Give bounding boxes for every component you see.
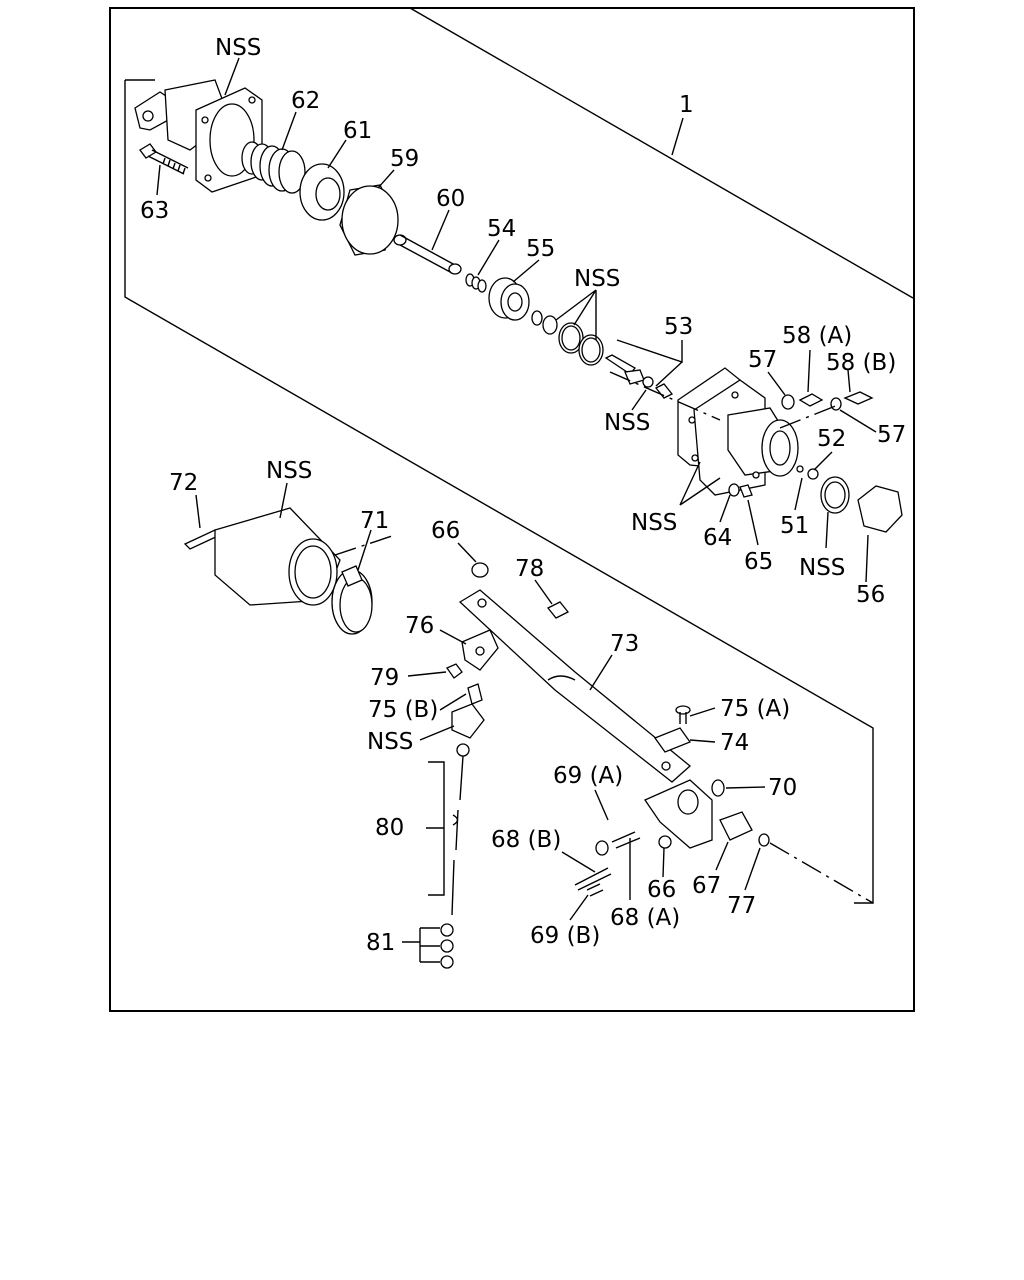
nut-66a [471,562,489,578]
label-nss-boot: NSS [266,458,312,484]
label-78: 78 [515,556,544,582]
label-58b: 58 (B) [826,350,896,376]
label-nss-top: NSS [215,35,261,61]
label-57a: 57 [748,347,777,373]
cap-nss [451,703,485,739]
label-57b: 57 [877,422,906,448]
label-54: 54 [487,216,516,242]
label-69a: 69 (A) [553,763,623,789]
label-68b: 68 (B) [491,827,561,853]
label-nss-56: NSS [799,555,845,581]
spring-62 [241,141,306,194]
label-nss-53: NSS [604,410,650,436]
bracket-pivot [574,779,770,897]
piston-59 [339,184,399,256]
label-nss-cap: NSS [367,729,413,755]
retainer-61 [299,163,345,221]
pushrod-60 [393,234,462,275]
valve-55 [488,277,530,321]
label-62: 62 [291,88,320,114]
valve-53 [604,354,674,399]
label-75b: 75 (B) [368,697,438,723]
bolt-78 [546,601,570,619]
label-73: 73 [610,631,639,657]
label-1: 1 [679,92,694,118]
label-76: 76 [405,613,434,639]
plug-56 [820,476,903,533]
label-79: 79 [370,665,399,691]
lever-73 [458,589,692,783]
label-53: 53 [664,314,693,340]
label-70: 70 [768,775,797,801]
bolt-75a [675,705,691,724]
label-81: 81 [366,930,395,956]
label-80: 80 [375,815,404,841]
label-68a: 68 (A) [610,905,680,931]
assembly-outline [110,7,914,904]
label-75a: 75 (A) [720,696,790,722]
nut-79 [446,663,463,679]
bolt-63 [139,143,189,175]
label-nss-rings: NSS [574,266,620,292]
spring-54 [465,273,487,293]
label-72: 72 [169,470,198,496]
label-64: 64 [703,525,732,551]
label-nss-housing: NSS [631,510,677,536]
dash-lines [334,371,874,904]
label-59: 59 [390,146,419,172]
label-66a: 66 [431,518,460,544]
cylinder-housing [677,367,799,496]
callout-labels: NSS 62 61 59 1 63 60 54 55 NSS 53 58 (A)… [140,35,906,956]
label-60: 60 [436,186,465,212]
label-66b: 66 [647,877,676,903]
label-56: 56 [856,582,885,608]
clamp-71 [331,565,373,635]
label-67: 67 [692,873,721,899]
nuts-64-65 [728,483,753,498]
label-55: 55 [526,236,555,262]
seal-rings [531,310,604,366]
diagram-frame [109,7,915,1012]
label-74: 74 [720,730,749,756]
cylinder-body [134,79,263,193]
label-63: 63 [140,198,169,224]
label-51: 51 [780,513,809,539]
bolt-75b [467,683,483,705]
label-71: 71 [360,508,389,534]
label-52: 52 [817,426,846,452]
label-65: 65 [744,549,773,575]
bracket-76 [461,629,499,671]
bracket-74 [653,727,692,753]
boot-72-nss [183,507,341,606]
label-61: 61 [343,118,372,144]
leader-lines [156,57,877,963]
label-77: 77 [727,893,756,919]
label-58a: 58 (A) [782,323,852,349]
label-69b: 69 (B) [530,923,600,949]
cable-80 [440,743,470,969]
